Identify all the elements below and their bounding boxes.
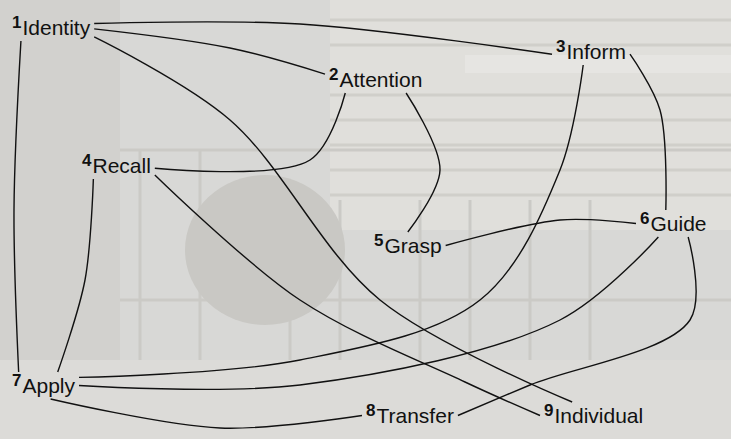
connector-curve: [94, 37, 572, 402]
topic-node: 9Individual: [540, 402, 647, 429]
connector-curve: [446, 219, 636, 245]
topic-node: 3Inform: [552, 38, 630, 65]
step-number: 3: [556, 37, 565, 56]
step-number: 2: [329, 65, 338, 84]
connector-curve: [94, 29, 325, 74]
connector-curve: [406, 93, 440, 232]
connector-curve: [155, 93, 345, 172]
step-number: 9: [544, 401, 553, 420]
step-number: 5: [374, 231, 383, 250]
connector-curve: [51, 399, 362, 428]
step-number: 4: [82, 151, 91, 170]
step-label: Guide: [650, 212, 706, 235]
step-number: 7: [12, 371, 21, 390]
connector-curve: [79, 237, 658, 389]
step-number: 6: [640, 209, 649, 228]
step-number: 1: [12, 13, 21, 32]
connector-curve: [94, 22, 552, 54]
topic-node: 6Guide: [636, 210, 711, 237]
connector-curve: [58, 179, 94, 372]
connector-curve: [79, 65, 583, 377]
step-label: Apply: [22, 374, 75, 397]
connector-curve: [14, 41, 21, 372]
step-number: 8: [366, 401, 375, 420]
topic-node: 5Grasp: [370, 232, 446, 259]
topic-node: 2Attention: [325, 66, 426, 93]
step-label: Individual: [554, 404, 643, 427]
connector-curve: [155, 175, 540, 416]
topic-node: 7Apply: [8, 372, 79, 399]
step-label: Inform: [566, 40, 626, 63]
step-label: Identity: [22, 16, 90, 39]
topic-node: 8Transfer: [362, 402, 458, 429]
connector-curve: [458, 237, 696, 416]
step-label: Attention: [339, 68, 422, 91]
step-label: Grasp: [384, 234, 441, 257]
topic-node: 4Recall: [78, 152, 155, 179]
topic-node: 1Identity: [8, 14, 94, 41]
step-label: Transfer: [376, 404, 453, 427]
connector-curve: [630, 54, 666, 210]
step-label: Recall: [92, 154, 150, 177]
